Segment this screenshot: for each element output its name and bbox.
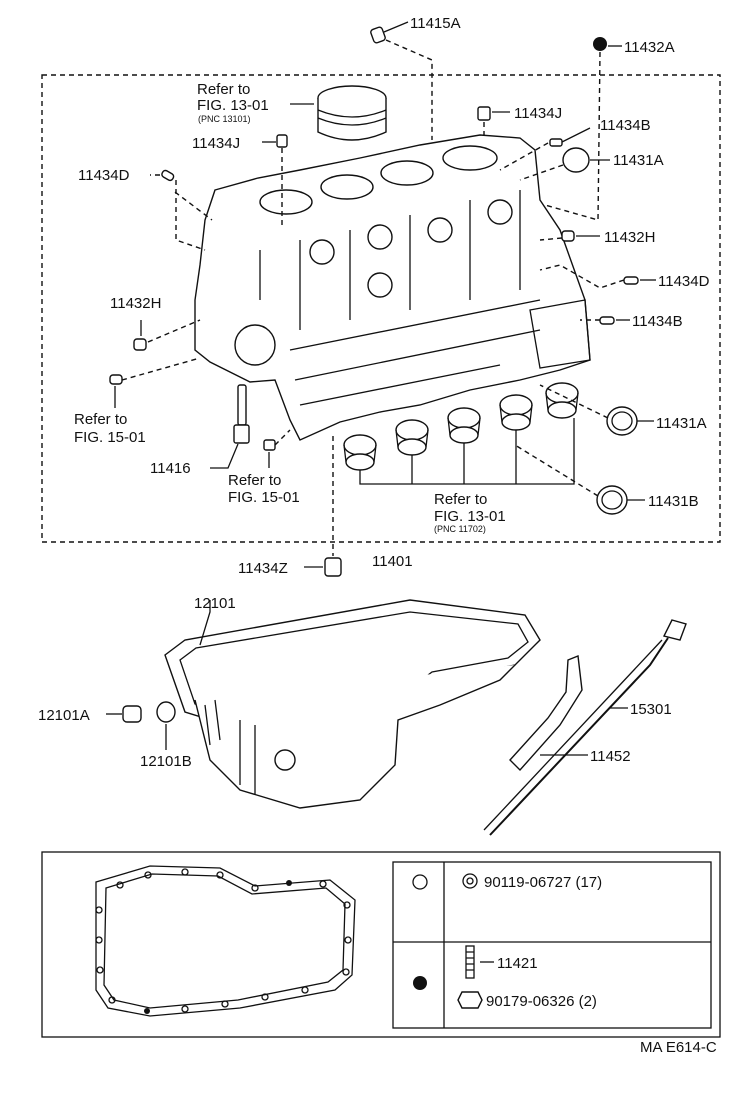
- label-11432h-left[interactable]: 11432H: [110, 295, 161, 312]
- plug-11431a-top[interactable]: [562, 147, 590, 173]
- part-labels: 11415A 11432A 11434J 11434J 11434B 11431…: [38, 15, 717, 1056]
- svg-text:FIG. 15-01: FIG. 15-01: [228, 489, 300, 506]
- label-11431a-top[interactable]: 11431A: [613, 152, 664, 169]
- svg-text:Refer to: Refer to: [434, 491, 487, 508]
- label-bolt-b[interactable]: 90179-06326 (2): [486, 993, 597, 1010]
- reference-notes: Refer to FIG. 13-01 (PNC 13101) Refer to…: [74, 81, 506, 534]
- dipstick-guide-11452[interactable]: [509, 655, 583, 772]
- label-11432a[interactable]: 11432A: [624, 39, 675, 56]
- svg-text:Refer to: Refer to: [228, 472, 281, 489]
- gasket-outline: [95, 865, 356, 1017]
- label-11421[interactable]: 11421: [497, 955, 538, 972]
- svg-text:Refer to: Refer to: [74, 411, 127, 428]
- legend-table: [392, 861, 712, 1029]
- label-11434d-left[interactable]: 11434D: [78, 167, 130, 184]
- gasket-info-box: [41, 851, 721, 1038]
- pin-11434b-top[interactable]: [549, 138, 563, 147]
- nut-symbol: [457, 991, 483, 1009]
- pin-mid-lower[interactable]: [263, 439, 276, 451]
- block-assembly-frame: [41, 74, 721, 543]
- ref-fig15-left[interactable]: Refer to FIG. 15-01: [74, 411, 146, 446]
- ref-bearing[interactable]: Refer to FIG. 13-01 (PNC 11702): [434, 491, 506, 534]
- label-11431b[interactable]: 11431B: [648, 493, 699, 510]
- drain-plug-12101a[interactable]: [122, 705, 142, 723]
- bolt-symbol: [462, 873, 478, 889]
- pin-11434j-top[interactable]: [477, 106, 491, 121]
- label-11434d-right[interactable]: 11434D: [658, 273, 710, 290]
- open-circle-symbol: [412, 874, 428, 890]
- svg-text:FIG. 13-01: FIG. 13-01: [197, 97, 269, 114]
- ref-fig15-mid[interactable]: Refer to FIG. 15-01: [228, 472, 300, 506]
- piston[interactable]: [317, 85, 387, 141]
- label-11416[interactable]: 11416: [150, 460, 191, 477]
- pin-left-lower[interactable]: [109, 374, 123, 385]
- label-12101a[interactable]: 12101A: [38, 707, 90, 724]
- leader-lines-upper: [114, 21, 656, 568]
- label-11434z[interactable]: 11434Z: [238, 560, 288, 577]
- gasket-12101b[interactable]: [156, 701, 176, 723]
- label-11432h-right[interactable]: 11432H: [604, 229, 655, 246]
- plug-11431a-right[interactable]: [606, 406, 638, 436]
- label-12101b[interactable]: 12101B: [140, 753, 192, 770]
- ref-piston[interactable]: Refer to FIG. 13-01 (PNC 13101): [197, 81, 269, 124]
- svg-text:Refer to: Refer to: [197, 81, 250, 98]
- label-11434j-top[interactable]: 11434J: [514, 105, 562, 122]
- diagram-code: MA E614-C: [640, 1039, 717, 1056]
- pin-11434b-right[interactable]: [599, 316, 615, 325]
- label-12101[interactable]: 12101: [194, 595, 236, 612]
- label-11401[interactable]: 11401: [372, 553, 413, 570]
- cylinder-block[interactable]: [194, 134, 591, 441]
- pin-11434z[interactable]: [324, 557, 342, 577]
- oil-pressure-switch-11416[interactable]: [233, 384, 250, 444]
- pin-11434d-right[interactable]: [623, 276, 639, 285]
- label-11434b-top[interactable]: 11434B: [600, 117, 651, 134]
- label-11434j-left[interactable]: 11434J: [192, 135, 240, 152]
- plug-11432h-right[interactable]: [561, 230, 575, 242]
- dipstick-15301[interactable]: [483, 619, 687, 836]
- svg-text:(PNC 13101): (PNC 13101): [198, 114, 251, 124]
- svg-text:(PNC 11702): (PNC 11702): [434, 524, 486, 534]
- label-bolt-a[interactable]: 90119-06727 (17): [484, 874, 602, 891]
- svg-text:FIG. 15-01: FIG. 15-01: [74, 429, 146, 446]
- main-bearings[interactable]: [343, 382, 579, 471]
- leader-12101: [199, 600, 211, 646]
- stud-11421-symbol: [465, 945, 475, 979]
- label-15301[interactable]: 15301: [630, 701, 672, 718]
- pin-11434d-left[interactable]: [161, 169, 175, 182]
- svg-text:FIG. 13-01: FIG. 13-01: [434, 508, 506, 525]
- pin-11434j-left[interactable]: [276, 134, 288, 148]
- label-11431a-right[interactable]: 11431A: [656, 415, 707, 432]
- label-11452[interactable]: 11452: [590, 748, 631, 765]
- plug-11415a[interactable]: [370, 26, 386, 44]
- plug-11432a[interactable]: [593, 37, 607, 51]
- oil-pan-12101[interactable]: [164, 599, 541, 809]
- plug-11432h-left[interactable]: [133, 338, 147, 351]
- filled-circle-symbol: [413, 976, 427, 990]
- plug-11431b[interactable]: [596, 485, 628, 515]
- label-11434b-right[interactable]: 11434B: [632, 313, 683, 330]
- label-11415a[interactable]: 11415A: [410, 15, 461, 32]
